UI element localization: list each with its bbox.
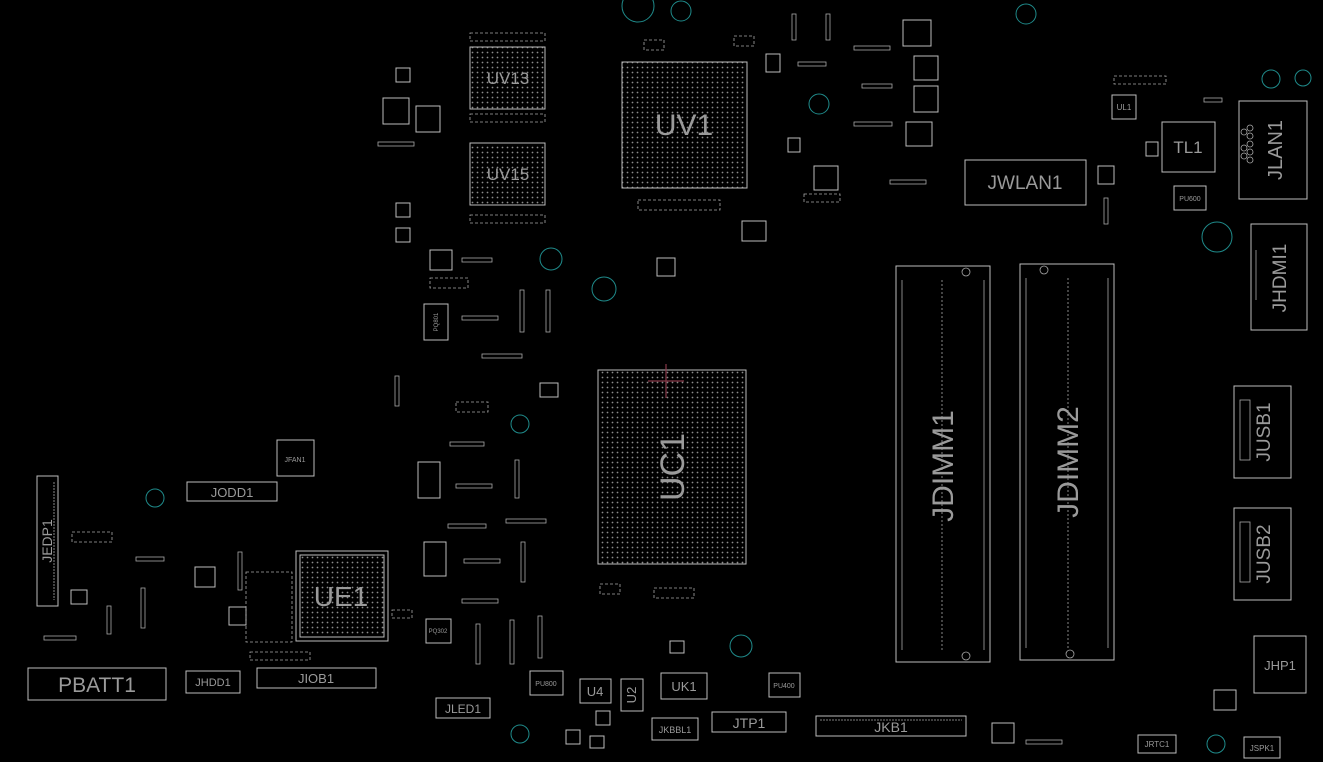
connector-jusb1: JUSB1	[1233, 385, 1292, 479]
label-jhdd1: JHDD1	[195, 677, 230, 689]
label-pu400: PU400	[773, 683, 795, 690]
label-jfan1: JFAN1	[284, 457, 305, 464]
small-components	[70, 19, 1237, 749]
chip-pu600: PU600	[1173, 185, 1207, 211]
chip-uv15: UV15	[469, 142, 546, 206]
label-jled1: JLED1	[445, 702, 481, 716]
label-uv1: UV1	[655, 109, 713, 142]
label-jhp1: JHP1	[1264, 658, 1296, 673]
label-jrtc1: JRTC1	[1145, 740, 1170, 749]
connector-jled1: JLED1	[435, 697, 491, 719]
label-jlan1: JLAN1	[1265, 120, 1287, 180]
connector-jhdd1: JHDD1	[185, 670, 241, 694]
connector-jodd1: JODD1	[186, 481, 278, 502]
label-u4: U4	[587, 684, 604, 699]
label-jodd1: JODD1	[211, 485, 254, 500]
chip-ue1: UE1	[295, 550, 389, 642]
chip-uc1: UC1	[597, 364, 747, 565]
connector-jtp1: JTP1	[711, 711, 787, 733]
label-jtp1: JTP1	[733, 715, 766, 731]
passive-strips	[43, 13, 1223, 745]
connector-jedp1: JEDP1	[36, 475, 59, 607]
label-jkb1: JKB1	[874, 719, 908, 735]
connector-jkb1: JKB1	[815, 715, 967, 737]
label-jspk1: JSPK1	[1250, 744, 1275, 753]
slot-jdimm1: JDIMM1	[895, 265, 991, 663]
connector-jfan1: JFAN1	[276, 439, 315, 477]
chip-ul1: UL1	[1111, 94, 1137, 120]
label-ul1: UL1	[1117, 103, 1132, 112]
label-jdimm2: JDIMM2	[1052, 406, 1085, 518]
label-pu600: PU600	[1179, 196, 1201, 203]
chip-u2: U2	[620, 678, 644, 712]
label-u2: U2	[624, 687, 639, 704]
transformer-tl1: TL1	[1161, 121, 1216, 173]
label-pq801: PQ801	[434, 312, 440, 331]
chip-pq302: PQ302	[425, 618, 452, 644]
connector-jspk1: JSPK1	[1243, 736, 1281, 759]
label-uc1: UC1	[654, 433, 692, 501]
label-jwlan1: JWLAN1	[988, 173, 1063, 194]
connector-jkbbl1: JKBBL1	[651, 717, 699, 741]
label-uk1: UK1	[671, 679, 696, 694]
chip-uv13: UV13	[469, 46, 546, 110]
chip-pu400: PU400	[768, 672, 801, 698]
mounting-holes	[145, 0, 1312, 754]
chip-u4: U4	[579, 678, 612, 704]
chip-pq801: PQ801	[423, 303, 449, 341]
label-jusb1: JUSB1	[1254, 402, 1275, 461]
label-jhdmi1: JHDMI1	[1270, 244, 1291, 313]
connector-jwlan1: JWLAN1	[964, 159, 1087, 206]
label-uv13: UV13	[487, 69, 530, 88]
connector-jhdmi1: JHDMI1	[1250, 223, 1308, 331]
label-uv15: UV15	[487, 165, 530, 184]
connector-jiob1: JIOB1	[256, 667, 377, 689]
label-pbatt1: PBATT1	[58, 674, 136, 697]
label-pu800: PU800	[535, 681, 557, 688]
label-jdimm1: JDIMM1	[927, 410, 960, 522]
label-jkbbl1: JKBBL1	[659, 725, 692, 735]
connector-pbatt1: PBATT1	[27, 667, 167, 701]
chip-uk1: UK1	[660, 672, 708, 700]
slot-jdimm2: JDIMM2	[1019, 263, 1115, 661]
label-pq302: PQ302	[429, 629, 448, 635]
chip-uv1: UV1	[621, 61, 748, 189]
chip-pu800: PU800	[529, 670, 564, 696]
resistor-arrays	[71, 32, 1167, 661]
connector-jhp1: JHP1	[1253, 635, 1307, 694]
label-tl1: TL1	[1173, 138, 1202, 157]
connector-jrtc1: JRTC1	[1137, 734, 1177, 754]
label-jusb2: JUSB2	[1254, 524, 1275, 583]
connector-jusb2: JUSB2	[1233, 507, 1292, 601]
connector-jlan1: JLAN1	[1238, 100, 1308, 200]
label-ue1: UE1	[314, 581, 368, 612]
label-jedp1: JEDP1	[39, 519, 55, 563]
label-jiob1: JIOB1	[298, 671, 334, 686]
